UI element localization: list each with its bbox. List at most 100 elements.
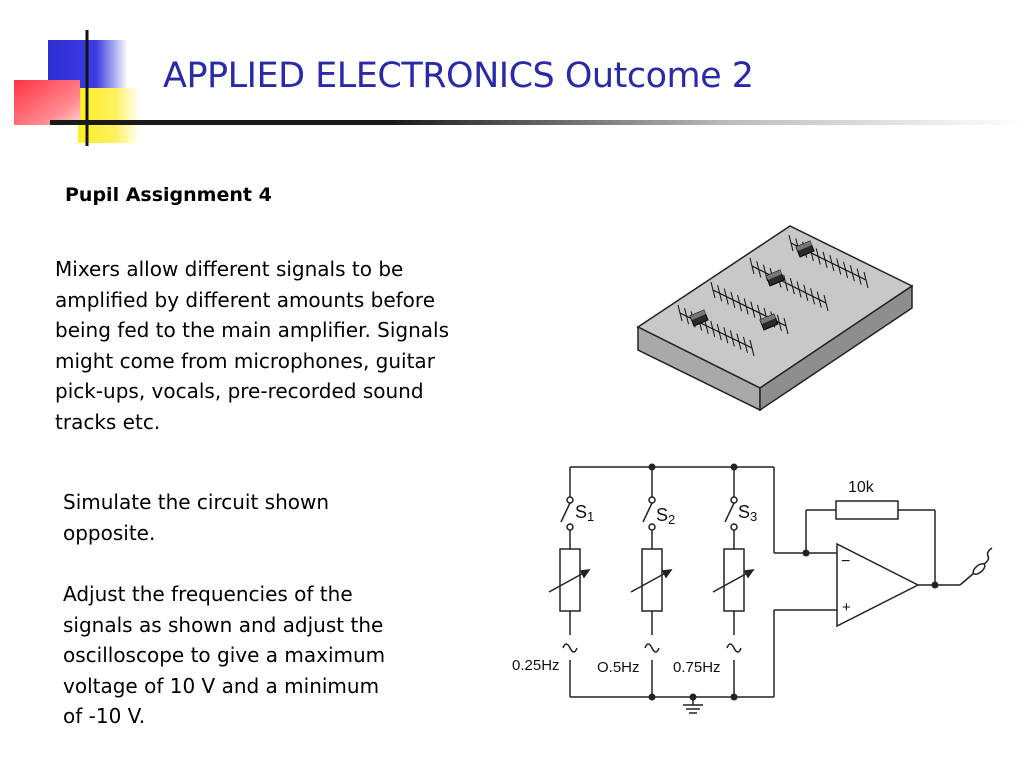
fader-tick — [737, 294, 741, 304]
fader-tick — [725, 335, 729, 344]
feedback-resistor — [835, 500, 899, 520]
junction-dot — [931, 581, 939, 589]
junction-dot — [648, 693, 656, 701]
fader-tick — [798, 289, 802, 298]
fader-tick — [729, 330, 733, 339]
switch-label-1: S1 — [575, 502, 594, 524]
fader-tick — [684, 308, 688, 317]
fader-tick — [717, 285, 721, 294]
fader-tick — [783, 274, 787, 283]
fader-tick — [816, 291, 820, 300]
fader-tick — [776, 314, 780, 323]
fader-tick — [785, 282, 789, 291]
mixer-side-face — [759, 284, 913, 412]
junction-dot — [802, 549, 810, 557]
fader-tick — [783, 317, 787, 327]
fader-tick — [845, 269, 849, 279]
page-title: APPLIED ELECTRONICS Outcome 2 — [163, 56, 754, 96]
fader-tick — [825, 302, 829, 312]
instruction-line: Simulate the circuit shown — [63, 490, 330, 514]
fader-tick — [778, 322, 782, 331]
fader-tick — [818, 299, 822, 308]
switch-label-2: S2 — [656, 505, 675, 527]
fader-tick — [849, 265, 853, 274]
fader-tick — [810, 288, 814, 297]
assignment-heading: Pupil Assignment 4 — [65, 184, 272, 206]
opamp-symbol — [836, 542, 920, 628]
fader-tick — [803, 284, 807, 294]
fader-tick — [805, 292, 809, 302]
fader-tick — [796, 281, 800, 290]
task-line: voltage of 10 V and a minimum — [63, 673, 380, 698]
opamp-minus-label: − — [841, 553, 850, 570]
fader-tick — [812, 296, 816, 305]
task-paragraph: Adjust the frequencies of the signals as… — [63, 579, 443, 732]
fader-tick — [785, 325, 789, 335]
instruction-paragraph: Simulate the circuit shown opposite. — [63, 487, 443, 548]
fader-tick — [736, 333, 740, 342]
fader-tick — [795, 238, 799, 247]
fader-tick — [762, 264, 766, 273]
mixer-knob-highlight — [760, 314, 776, 324]
fader-tick — [731, 338, 735, 347]
fader-tick — [716, 323, 720, 333]
fader-tick — [817, 256, 821, 265]
input-branch-3 — [712, 467, 755, 697]
fader-tick — [838, 266, 842, 275]
fader-tick — [756, 261, 760, 270]
input-branch-2 — [630, 467, 673, 697]
fader-tick — [686, 316, 690, 325]
fader-tick — [743, 298, 747, 307]
fader-tick — [712, 328, 716, 338]
frequency-label-2: O.5Hz — [597, 659, 640, 676]
intro-line: tracks etc. — [55, 409, 161, 434]
intro-line: being fed to the main amplifier. Signals — [55, 318, 450, 342]
fader-tick — [815, 248, 819, 257]
ac-source-icon — [644, 643, 660, 653]
fader-tick — [745, 306, 749, 315]
fader-tick — [730, 291, 734, 300]
frequency-label-3: 0.75Hz — [673, 659, 721, 676]
fader-tick — [758, 269, 762, 278]
fader-tick — [749, 257, 753, 267]
fader-tick — [788, 234, 792, 244]
fader-tick — [742, 336, 746, 345]
feedback-resistor-label: 10k — [848, 479, 875, 496]
fader-tick — [829, 255, 833, 264]
fader-tick — [789, 278, 793, 287]
fader-tick — [725, 296, 729, 305]
output-probe-icon — [959, 547, 993, 586]
fader-tick — [822, 251, 826, 260]
mixer-circuit-diagram: 10k − + S1 S2 S3 0.25Hz O.5Hz 0.75Hz — [512, 463, 993, 714]
logo-squares — [14, 30, 140, 146]
fader-tick — [677, 304, 681, 314]
junction-dot — [730, 463, 738, 471]
mixer-knob-highlight — [766, 270, 782, 280]
fader-tick — [750, 301, 754, 310]
fader-tick — [710, 320, 714, 330]
fader-tick — [705, 325, 709, 334]
logo-red-square — [14, 80, 80, 125]
mixer-illustration — [636, 225, 914, 412]
intro-line: amplified by different amounts before — [55, 287, 435, 312]
fader-tick — [843, 261, 847, 271]
fader-tick — [863, 271, 867, 281]
fader-tick — [756, 304, 760, 314]
input-branch-1 — [548, 467, 591, 697]
fader-tick — [856, 268, 860, 277]
fader-tick — [763, 308, 767, 317]
fader-tick — [744, 344, 748, 353]
fader-tick — [723, 327, 727, 336]
fader-tick — [732, 299, 736, 308]
fader-tick — [823, 294, 827, 304]
fader-tick — [738, 341, 742, 350]
fader-tick — [739, 302, 743, 312]
fader-tick — [836, 258, 840, 267]
title-underline — [50, 120, 1024, 125]
fader-tick — [810, 252, 814, 262]
task-line: signals as shown and adjust the — [63, 612, 384, 637]
fader-tick — [791, 286, 795, 295]
fader-tick — [751, 347, 755, 357]
ac-source-icon — [726, 643, 742, 653]
intro-line: Mixers allow different signals to be — [55, 257, 404, 281]
